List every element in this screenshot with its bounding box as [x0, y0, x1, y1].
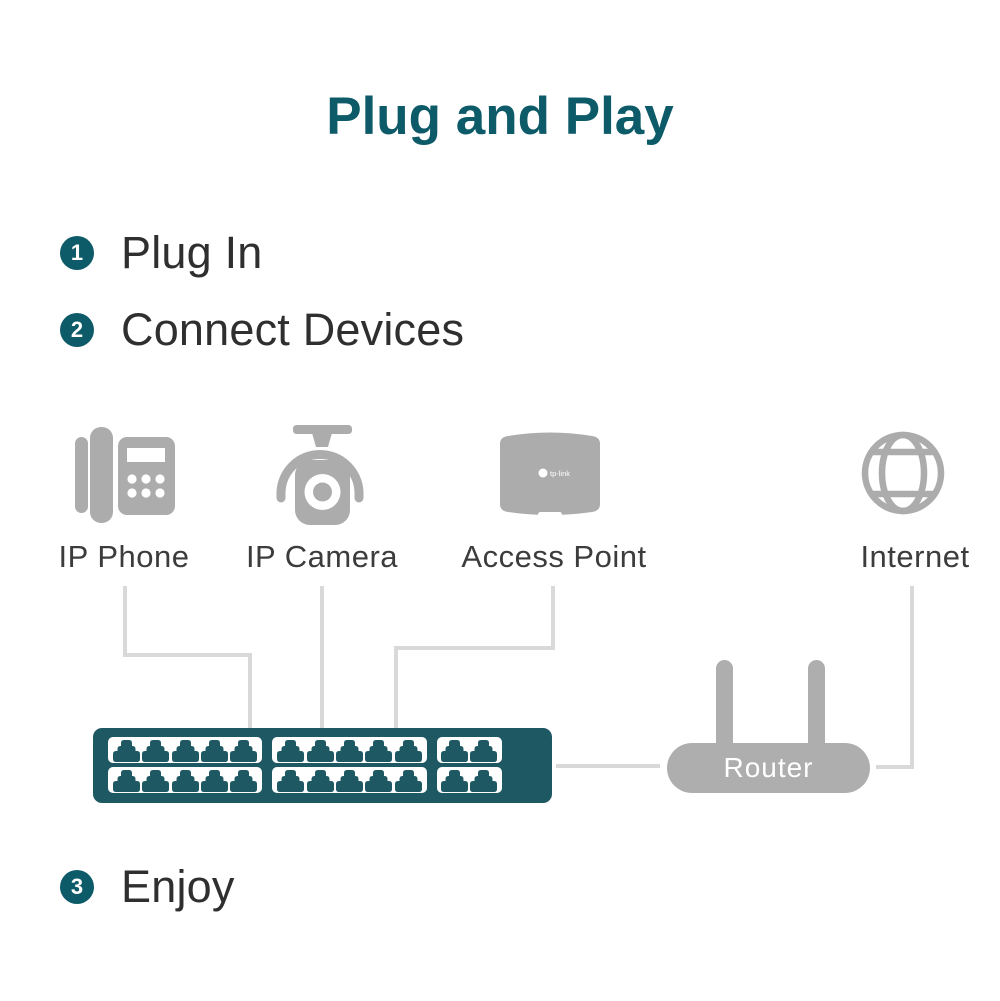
- rj45-port-icon: [365, 769, 393, 792]
- rj45-port-icon: [470, 769, 497, 792]
- router-antenna-right: [808, 660, 825, 760]
- rj45-port-icon: [277, 769, 305, 792]
- rj45-port-icon: [441, 739, 468, 762]
- ip-camera-icon: [276, 425, 364, 525]
- rj45-port-icon: [171, 739, 199, 762]
- rj45-port-icon: [394, 739, 422, 762]
- rj45-port-icon: [171, 769, 199, 792]
- internet-to-router-cable: [876, 586, 914, 769]
- ip-camera-label: IP Camera: [245, 539, 399, 574]
- step-row-plug-in: 1 Plug In: [60, 226, 263, 280]
- rj45-port-icon: [277, 739, 305, 762]
- rj45-port-icon: [470, 739, 497, 762]
- step-number-badge: 2: [60, 313, 94, 347]
- ip-phone-icon: [75, 427, 175, 523]
- rj45-port-icon: [394, 769, 422, 792]
- step-row-connect-devices: 2 Connect Devices: [60, 303, 464, 357]
- page-title: Plug and Play: [326, 87, 674, 146]
- phone-to-switch-cable: [123, 586, 252, 728]
- rj45-port-icon: [365, 739, 393, 762]
- rj45-port-icon: [306, 769, 334, 792]
- internet-label: Internet: [860, 539, 970, 574]
- port-group: [108, 767, 263, 793]
- access-point-icon: tp-link: [500, 432, 600, 517]
- ip-phone-label: IP Phone: [58, 539, 190, 574]
- step-number-badge: 1: [60, 236, 94, 270]
- rj45-port-icon: [230, 739, 258, 762]
- tp-link-logo-text: tp-link: [550, 469, 570, 478]
- rj45-port-icon: [200, 769, 228, 792]
- rj45-port-icon: [142, 739, 170, 762]
- step-label: Enjoy: [121, 861, 235, 912]
- router: Router: [667, 743, 870, 793]
- rj45-port-icon: [335, 769, 363, 792]
- access-point-label: Access Point: [461, 539, 647, 574]
- rj45-port-icon: [441, 769, 468, 792]
- rj45-port-icon: [230, 769, 258, 792]
- port-group: [108, 737, 263, 763]
- rj45-port-icon: [113, 739, 140, 762]
- rj45-port-icon: [335, 739, 363, 762]
- port-group: [272, 767, 427, 793]
- rj45-port-icon: [113, 769, 140, 792]
- step-label: Connect Devices: [121, 304, 465, 355]
- rj45-port-icon: [306, 739, 334, 762]
- tp-link-logo-mark: [538, 468, 548, 478]
- internet-globe-icon: [861, 431, 945, 515]
- router-antenna-left: [716, 660, 733, 760]
- access-point-to-switch-cable: [394, 586, 555, 728]
- rj45-port-icon: [142, 769, 170, 792]
- step-label: Plug In: [121, 227, 263, 278]
- step-row-enjoy: 3 Enjoy: [60, 860, 235, 914]
- step-number-badge: 3: [60, 870, 94, 904]
- network-switch: [93, 728, 552, 803]
- rj45-port-icon: [200, 739, 228, 762]
- port-group: [272, 737, 427, 763]
- port-group: [436, 767, 502, 793]
- port-group: [436, 737, 502, 763]
